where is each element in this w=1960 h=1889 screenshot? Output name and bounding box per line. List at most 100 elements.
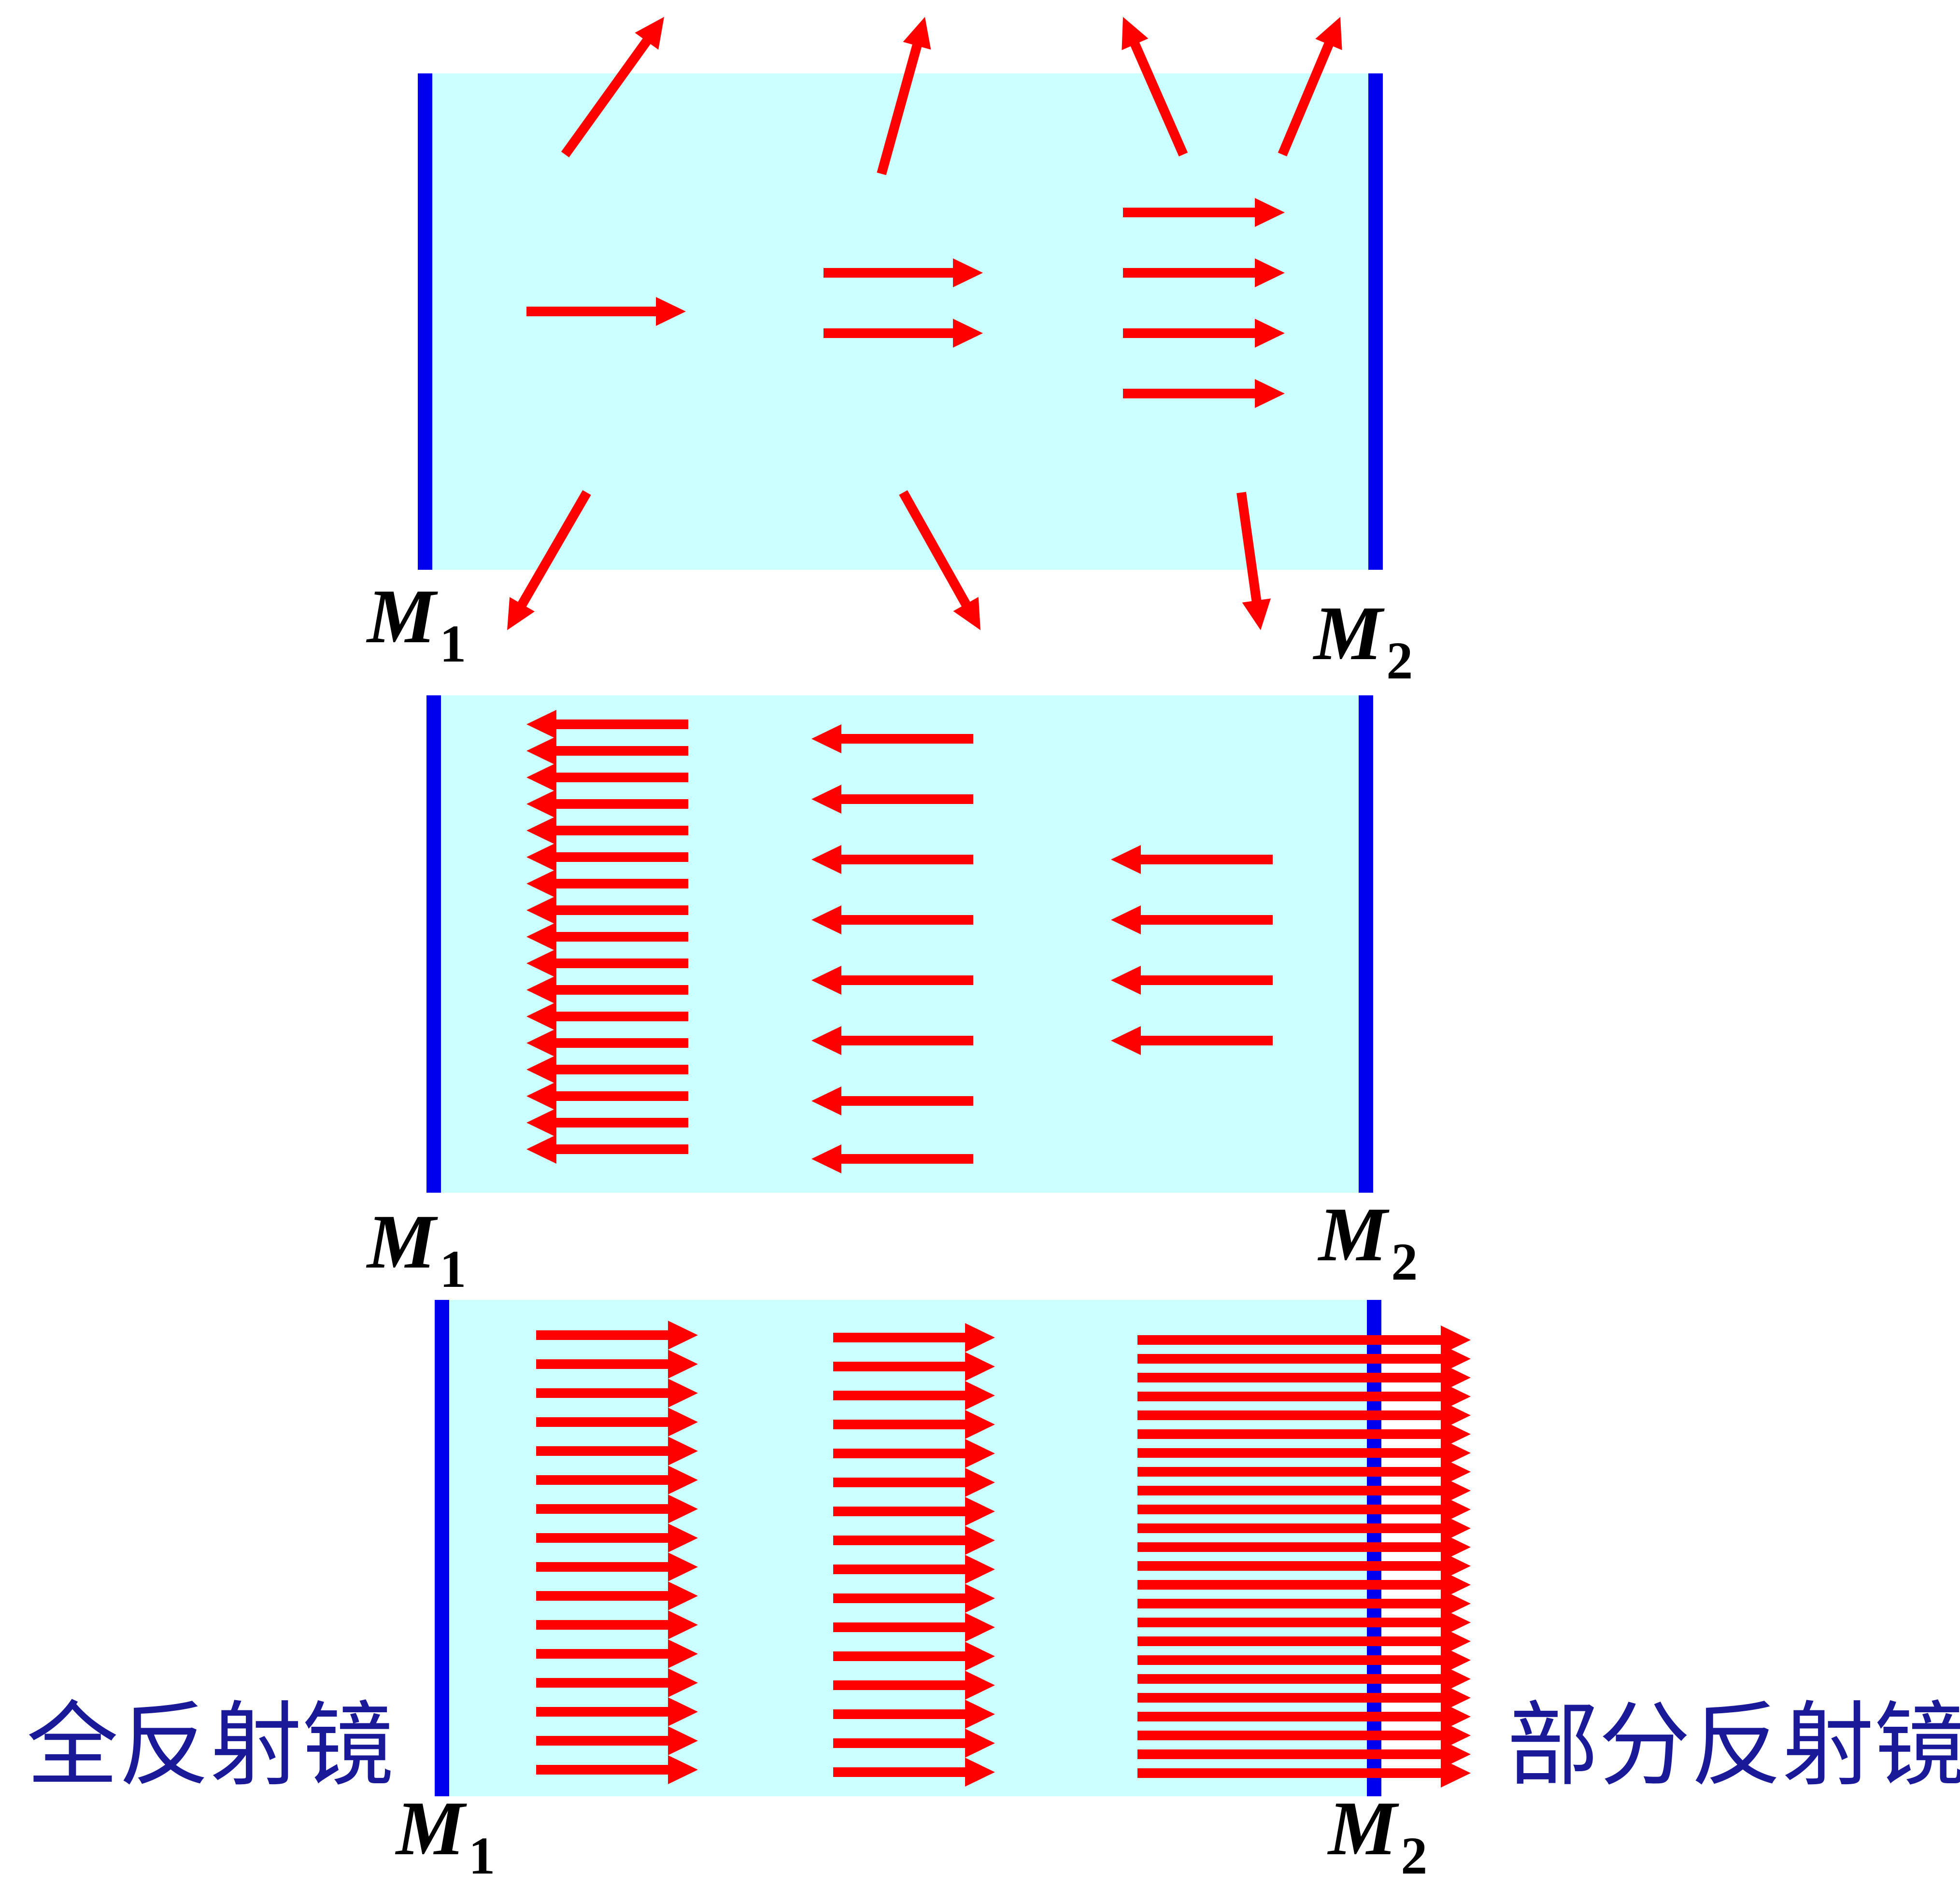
m2-subscript: 2 [1386,631,1413,690]
photon-arrow-right [833,1555,995,1584]
photon-arrow-right [833,1584,995,1613]
m2-letter: M [1317,1191,1390,1277]
photon-arrow-right [536,1668,698,1697]
photon-arrow-right [833,1439,995,1468]
photon-arrow-right [833,1352,995,1381]
photon-arrow-left [526,869,688,898]
photon-arrow-left [811,905,973,934]
photon-arrow-left [526,896,688,925]
m2-letter: M [1327,1785,1399,1871]
photon-arrow-right [833,1526,995,1555]
photon-arrow-left [526,922,688,951]
output-beam-arrow [1137,1533,1471,1562]
photon-arrow-right [833,1410,995,1439]
photon-arrow-left [526,975,688,1004]
output-beam-arrow [1137,1476,1471,1505]
output-beam-arrow [1137,1646,1471,1675]
photon-arrow-left [811,845,973,874]
photon-arrow-left [1111,1026,1273,1055]
photon-arrow-left [526,1135,688,1164]
photon-arrow-right [833,1642,995,1671]
photon-arrow-left [526,1055,688,1084]
output-beam-arrow [1137,1627,1471,1656]
output-beam-arrow [1137,1344,1471,1373]
m1-subscript: 1 [440,1240,466,1298]
photon-arrow-right [536,1379,698,1408]
spontaneous-photon-arrow [1236,492,1271,630]
photon-arrow-left [811,966,973,995]
output-beam-arrow [1137,1438,1471,1467]
panel3-m2-label: M2 [1327,1785,1427,1885]
output-beam-arrow [1137,1589,1471,1618]
photon-arrow-left [526,816,688,845]
output-beam-arrow [1137,1570,1471,1599]
photon-arrow-right [536,1466,698,1494]
output-beam-arrow [1137,1514,1471,1543]
output-beam-arrow [1137,1495,1471,1524]
photon-arrow-left [526,949,688,978]
output-beam-arrow [1137,1551,1471,1580]
m1-letter: M [395,1785,467,1871]
photon-arrow-left [526,789,688,818]
photon-arrow-right [536,1726,698,1755]
photon-arrow-left [526,710,688,739]
photon-arrow-right [824,258,983,287]
photon-arrow-left [526,1108,688,1137]
cavity-panel-1 [425,73,1376,570]
output-beam-arrow [1137,1664,1471,1693]
photon-arrow-right [824,319,983,348]
spontaneous-photon-arrow [1278,17,1342,156]
photon-arrow-left [811,785,973,814]
output-beam-arrow [1137,1608,1471,1637]
photon-arrow-right [536,1610,698,1639]
partial-mirror-caption: 部分反射镜 [1507,1692,1960,1799]
photon-arrow-right [536,1552,698,1581]
output-beam-arrow [1137,1382,1471,1411]
photon-arrow-right [833,1497,995,1526]
output-beam-arrow [1137,1325,1471,1354]
panel1-m1-label: M1 [366,573,466,673]
photon-arrow-right [536,1321,698,1350]
full-mirror-caption: 全反射镜 [27,1692,394,1799]
photon-arrow-right [536,1755,698,1784]
output-beam-arrow [1137,1759,1471,1788]
photon-arrow-left [811,1026,973,1055]
spontaneous-photon-arrow [561,17,664,157]
m1-letter: M [366,573,438,659]
photon-arrow-right [536,1437,698,1466]
photon-arrow-left [526,843,688,872]
photon-arrow-left [526,736,688,765]
photon-arrow-right [536,1639,698,1668]
photon-arrow-left [526,1029,688,1057]
photon-arrow-right [833,1729,995,1758]
photon-arrow-right [1123,258,1285,287]
spontaneous-photon-arrow [877,17,931,175]
photon-arrow-right [1123,319,1285,348]
m2-subscript: 2 [1401,1826,1427,1885]
output-beam-arrow [1137,1420,1471,1449]
photon-arrow-right [833,1613,995,1642]
photon-arrow-right [536,1523,698,1552]
panel2-m1-label: M1 [366,1198,466,1298]
photon-arrow-left [811,1144,973,1173]
photon-arrow-left [526,1002,688,1031]
m2-subscript: 2 [1391,1232,1418,1291]
spontaneous-photon-arrow [507,490,591,630]
photon-arrow-right [536,1494,698,1523]
photon-arrow-right [1123,379,1285,408]
photon-arrow-right [1123,198,1285,227]
photon-arrow-right [833,1323,995,1352]
photon-arrow-left [526,763,688,792]
m1-subscript: 1 [469,1826,495,1885]
output-beam-arrow [1137,1683,1471,1712]
m1-subscript: 1 [440,614,466,673]
photon-arrow-right [833,1381,995,1410]
panel1-m2-label: M2 [1312,590,1413,690]
photon-arrow-left [526,1082,688,1111]
spontaneous-photon-arrow [1122,17,1188,157]
photon-arrow-right [536,1697,698,1726]
photon-arrow-left [811,724,973,753]
output-beam-arrow [1137,1457,1471,1486]
photon-arrow-right [833,1700,995,1729]
